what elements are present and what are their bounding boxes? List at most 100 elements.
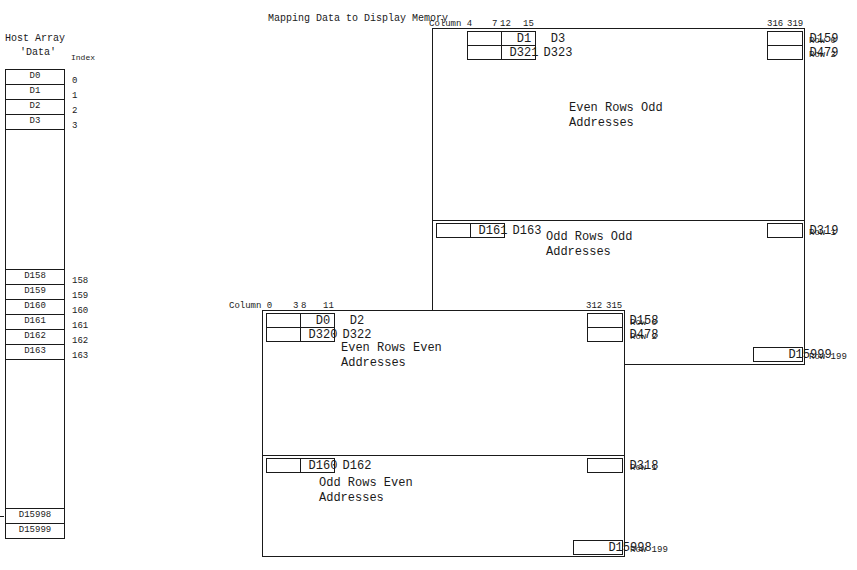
data-cell: D3 [501, 31, 536, 46]
column-number-holder: 15 [523, 13, 534, 31]
index-number-holder: 162 [72, 330, 88, 348]
column-number-holder: 12 [500, 13, 511, 31]
cell-text: D161 [6, 315, 64, 328]
index-number: 162 [72, 335, 88, 347]
data-cell: D478 [587, 327, 623, 342]
data-cell: D159 [767, 31, 803, 46]
row-label: Row 199 [809, 351, 847, 363]
column-number-holder: 319 [787, 13, 803, 31]
cell-text: D1 [6, 85, 64, 98]
data-cell: D2 [5, 99, 65, 115]
plane-label: Odd Rows Odd Addresses [546, 230, 658, 260]
cell-text: D163 [471, 224, 583, 239]
column-number-holder: 8 [301, 295, 306, 313]
cell-text: D162 [6, 330, 64, 343]
index-number-holder: 161 [72, 315, 88, 333]
row-label-holder: Row 1 [809, 222, 836, 240]
index-number-holder: 1 [72, 85, 77, 103]
column-number-holder: 7 [492, 13, 497, 31]
cell-text: D3 [502, 32, 614, 47]
index-number: 3 [72, 120, 77, 132]
data-cell: D321 [467, 45, 502, 60]
heading-label: 'Data' [20, 46, 56, 59]
column-number: 7 [492, 18, 497, 30]
row-label: Row 2 [630, 331, 657, 343]
row-label: Row 199 [630, 544, 668, 556]
data-cell: D320 [266, 327, 301, 342]
data-cell: D15998 [573, 540, 623, 555]
data-cell: D1 [5, 84, 65, 100]
data-cell: D161 [436, 223, 471, 238]
data-cell: D323 [501, 45, 536, 60]
row-label-holder: Row 0 [630, 312, 657, 330]
plane-label: Even Rows Even Addresses [341, 341, 453, 371]
column-number: 12 [500, 18, 511, 30]
data-cell: D15999 [753, 347, 803, 362]
column-number-holder: Column 0 [229, 295, 272, 313]
host-array-column [6, 70, 65, 539]
column-number-holder: 11 [323, 295, 334, 313]
index-number-holder: 163 [72, 345, 88, 363]
data-cell: D160 [266, 458, 301, 473]
row-label-holder: Row 1 [630, 457, 657, 475]
column-number: 319 [787, 18, 803, 30]
cell-text: D15998 [6, 509, 64, 522]
cell-text: D159 [6, 285, 64, 298]
row-label-holder: Row 2 [630, 326, 657, 344]
data-cell: D159 [5, 284, 65, 300]
column-number-holder: Column 4 [429, 13, 472, 31]
column-number: 312 [586, 300, 602, 312]
row-label-holder: Row 199 [630, 539, 668, 557]
column-number-holder: 3 [293, 295, 298, 313]
cell-text: D3 [6, 115, 64, 128]
row-label: Row 1 [630, 462, 657, 474]
cell-text: D158 [6, 270, 64, 283]
heading-label-holder: Host Array [5, 28, 65, 46]
cell-text: D0 [6, 70, 64, 83]
index-number-holder: 159 [72, 285, 88, 303]
data-cell: D2 [300, 313, 335, 328]
diagram-title-holder: Mapping Data to Display Memory [268, 8, 448, 26]
column-number-holder: 315 [606, 295, 622, 313]
cell-text: D15999 [6, 524, 64, 537]
index-number: 159 [72, 290, 88, 302]
pointer-mark [0, 516, 4, 517]
row-label: Row 1 [809, 227, 836, 239]
column-number: Column 0 [229, 300, 272, 312]
plane-label: Odd Rows Even Addresses [319, 476, 431, 506]
memory-plane: Even Rows Odd AddressesD1D3D321D323D159D… [432, 28, 805, 221]
data-cell: D1 [467, 31, 502, 46]
index-number-holder: 0 [72, 70, 77, 88]
cell-text: D162 [301, 459, 413, 474]
row-label-holder: Row 2 [809, 44, 836, 62]
index-number-holder: 158 [72, 270, 88, 288]
data-cell: D163 [5, 344, 65, 360]
data-cell: D322 [300, 327, 335, 342]
data-cell: D15998 [5, 508, 65, 524]
data-cell: D479 [767, 45, 803, 60]
cell-text: D163 [6, 345, 64, 358]
data-cell: D319 [767, 223, 803, 238]
data-cell: D318 [587, 458, 623, 473]
data-cell: D0 [5, 69, 65, 85]
data-cell: D158 [5, 269, 65, 285]
column-number: 15 [523, 18, 534, 30]
data-cell: D160 [5, 299, 65, 315]
data-cell: D158 [587, 313, 623, 328]
row-label-holder: Row 0 [809, 30, 836, 48]
row-label: Row 2 [809, 49, 836, 61]
index-number: 163 [72, 350, 88, 362]
column-number: 315 [606, 300, 622, 312]
data-cell: D162 [300, 458, 335, 473]
index-number: 160 [72, 305, 88, 317]
index-number-holder: 3 [72, 115, 77, 133]
data-cell: D15999 [5, 523, 65, 539]
heading-label: Index [71, 53, 95, 63]
data-cell: D0 [266, 313, 301, 328]
heading-label-holder: 'Data' [20, 42, 56, 60]
data-cell: D162 [5, 329, 65, 345]
index-number: 158 [72, 275, 88, 287]
memory-plane: Odd Rows Even Addresses D160D162 D318D1599… [262, 455, 625, 557]
cell-text: D323 [502, 46, 614, 61]
memory-plane: Even Rows Even Addresses D0D2D320D322 D158… [262, 310, 625, 456]
